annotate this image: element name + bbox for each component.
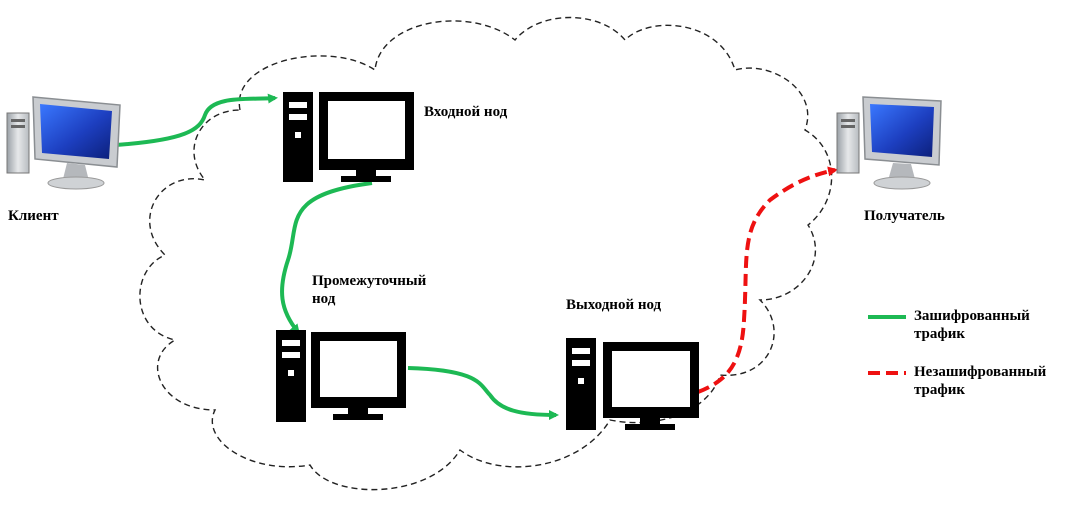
server-tower-monitor-icon [566, 338, 699, 430]
desktop-computer-icon [836, 96, 942, 190]
middle-node-label-line2: нод [312, 291, 336, 307]
legend-unencrypted-line1: Незашифрованный [914, 364, 1047, 380]
legend-unencrypted-line2: трафик [914, 382, 966, 398]
exit-node-label: Выходной нод [566, 297, 662, 313]
encrypted-path-entry-middle [280, 181, 373, 335]
client-label: Клиент [8, 208, 59, 224]
legend-encrypted-line2: трафик [914, 326, 966, 342]
legend-encrypted-line1: Зашифрованный [914, 308, 1030, 324]
middle-node-label: Промежуточный нод [312, 272, 426, 308]
entry-node-label: Входной нод [424, 104, 508, 120]
legend-encrypted-label: Зашифрованный трафик [914, 307, 1030, 343]
server-tower-monitor-icon [283, 92, 414, 182]
desktop-computer-icon [6, 96, 121, 190]
unencrypted-path-exit-recipient [697, 166, 838, 394]
middle-node-label-line1: Промежуточный [312, 273, 427, 289]
encrypted-path-middle-exit [407, 366, 559, 420]
encrypted-path-client-entry [115, 93, 278, 147]
recipient-label: Получатель [864, 208, 945, 224]
server-tower-monitor-icon [276, 330, 406, 422]
network-cloud [139, 16, 833, 491]
legend-unencrypted-label: Незашифрованный трафик [914, 363, 1046, 399]
